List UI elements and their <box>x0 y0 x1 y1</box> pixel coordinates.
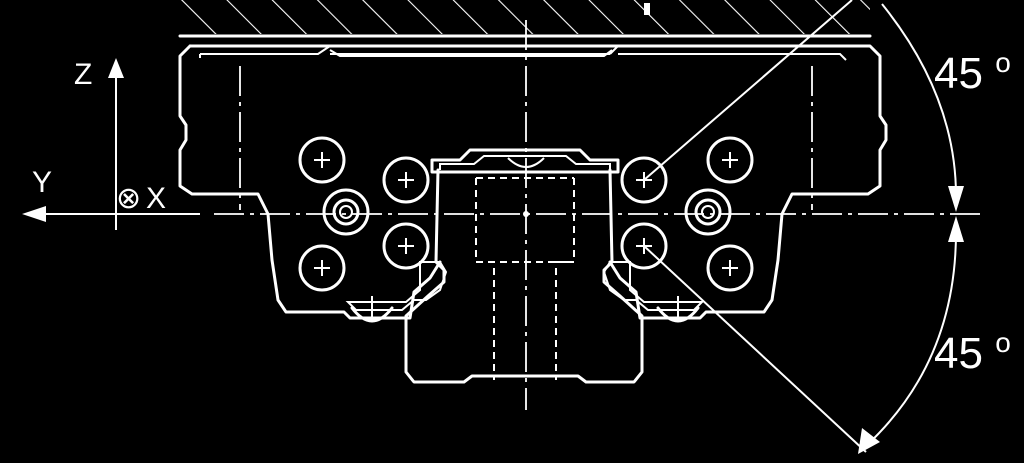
y-axis-label: Y <box>32 166 52 199</box>
carriage-body <box>178 44 888 320</box>
ball-lower-right-outer <box>706 244 754 292</box>
rail-top <box>439 155 611 170</box>
ball-lower-left-outer <box>298 244 346 292</box>
ball-upper-left-inner <box>382 156 430 204</box>
upper-angle-label: 45 o <box>934 47 1011 98</box>
center-point <box>523 211 529 217</box>
angle-arc-upper <box>881 3 957 197</box>
angle-arc-lower <box>865 231 957 447</box>
y-axis-arrowhead <box>22 206 46 222</box>
z-axis-arrowhead <box>108 58 124 78</box>
z-axis-label: Z <box>74 58 92 91</box>
rail-bolt-hidden <box>475 177 575 380</box>
angle-arrow-bottom-tip <box>858 428 880 454</box>
angle-arrow-upper-tip <box>948 186 964 212</box>
right-seal <box>602 261 705 311</box>
x-axis-symbol: ⊗ <box>116 182 141 215</box>
carriage-top-recess <box>199 45 847 61</box>
right-cap-cross <box>670 296 686 322</box>
lower-angle-label: 45 o <box>934 327 1011 378</box>
ball-lower-left-inner <box>382 222 430 270</box>
ball-upper-right-outer <box>706 136 754 184</box>
return-channel-right <box>684 188 732 236</box>
upper-angle-value: 45 <box>934 49 983 98</box>
ball-upper-left-outer <box>298 136 346 184</box>
guide-rail <box>404 168 644 384</box>
angle-arrow-lower-tip <box>948 216 964 242</box>
upper-angle-unit: o <box>995 47 1011 78</box>
x-axis-label: X <box>146 182 166 215</box>
contact-line-upper <box>643 0 853 181</box>
left-cap-cross <box>364 296 380 322</box>
lower-angle-unit: o <box>995 327 1011 358</box>
left-seal <box>345 261 448 311</box>
mounting-surface-hatched <box>178 0 872 38</box>
contact-line-lower <box>643 245 867 453</box>
carriage-center-profile <box>430 148 620 174</box>
lower-angle-value: 45 <box>934 329 983 378</box>
return-channel-left <box>322 188 370 236</box>
